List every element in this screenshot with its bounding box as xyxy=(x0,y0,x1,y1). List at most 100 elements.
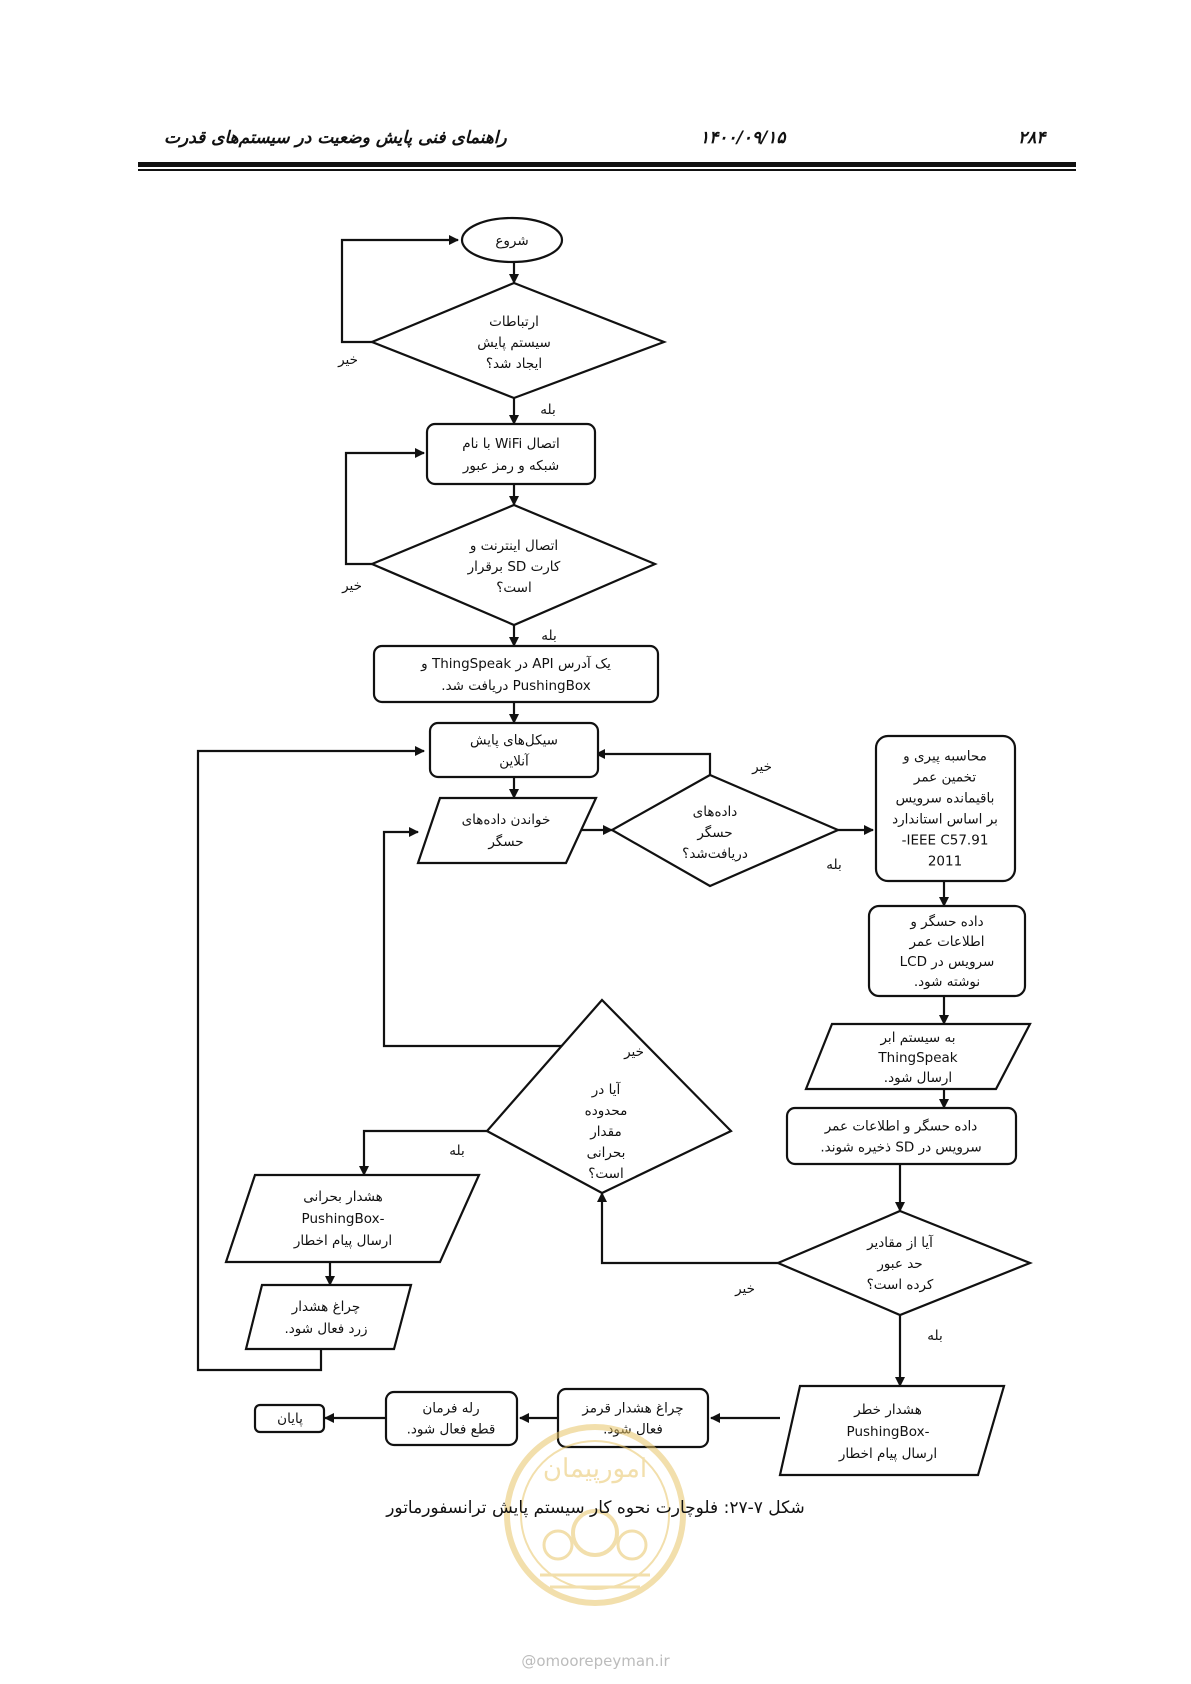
node-text-sd-0: داده حسگر و اطلاعات عمر xyxy=(824,1118,978,1135)
node-text-calc-0: محاسبه پیری و xyxy=(902,749,987,765)
cycles-box xyxy=(428,721,600,779)
red-box xyxy=(556,1387,710,1449)
node-text-sd-1: سرویس در SD ذخیره شوند. xyxy=(820,1140,981,1156)
node-text-cycles-1: آنلاین xyxy=(499,753,530,770)
header-date: ۱۴۰۰/۰۹/۱۵ xyxy=(700,128,786,148)
seal-text: امورپیمان xyxy=(543,1454,647,1484)
node-text-d-comm-1: سیستم پایش xyxy=(477,335,551,351)
node-text-lcd-1: اطلاعات عمر xyxy=(908,934,984,950)
node-text-d-exceed-2: کرده است؟ xyxy=(867,1277,934,1293)
node-text-alarm-danger-2: ارسال پیام اخطار xyxy=(838,1446,937,1462)
lcd-box xyxy=(867,904,1027,998)
node-text-d-critical-2: مقدار xyxy=(589,1124,621,1140)
arrow-internet-no-loop xyxy=(344,448,425,566)
node-text-wifi-0: اتصال WiFi با نام xyxy=(462,436,559,452)
page-number: ۲۸۴ xyxy=(1018,128,1046,148)
node-text-calc-4: IEEE C57.91- xyxy=(902,833,989,849)
node-text-yellow-1: زرد فعال شود. xyxy=(284,1321,367,1337)
node-text-relay-0: رله فرمان xyxy=(422,1401,479,1417)
wifi-box xyxy=(425,422,597,486)
node-text-red-1: فعال شود. xyxy=(603,1422,663,1438)
node-text-lcd-0: داده حسگر و xyxy=(909,913,983,930)
exceed-decision xyxy=(775,1209,1033,1317)
arrow-exceed-no xyxy=(597,1192,778,1265)
node-text-d-critical-4: است؟ xyxy=(588,1166,623,1182)
end-box xyxy=(253,1403,326,1434)
node-text-cloud-2: ارسال شود. xyxy=(884,1070,952,1086)
label-comm-yes: بله xyxy=(540,402,555,418)
relay-box xyxy=(384,1390,519,1447)
node-text-wifi-1: شبکه و رمز عبور xyxy=(462,458,559,474)
flowchart: شروع ارتباطات سیستم پایش ایجاد شد؟ اتصال WiF… xyxy=(196,216,1033,1477)
yellow-io xyxy=(244,1283,413,1351)
alarm-critical-io xyxy=(224,1173,481,1264)
node-text-d-internet-0: اتصال اینترنت و xyxy=(469,538,558,554)
node-text-d-critical-0: آیا در xyxy=(591,1081,622,1098)
node-text-calc-3: بر اساس استاندارد xyxy=(892,812,998,828)
start-terminal xyxy=(460,216,564,264)
alarm-danger-io xyxy=(778,1384,1006,1477)
label-data-yes: بله xyxy=(826,857,841,873)
node-text-lcd-2: سرویس در LCD xyxy=(900,954,995,970)
header-rule-thin xyxy=(138,169,1076,171)
sd-box xyxy=(785,1106,1018,1166)
figure-caption: شکل ۷-۲۷: فلوچارت نحوه کار سیستم پایش تر… xyxy=(386,1498,805,1518)
arrow-yellow-back xyxy=(196,746,425,1372)
node-text-alarm-danger-0: هشدار خطر xyxy=(853,1402,922,1418)
node-text-red-0: چراغ هشدار قرمز xyxy=(581,1401,683,1417)
node-text-calc-2: باقیمانده سرویس xyxy=(896,791,995,807)
node-text-alarm-crit-2: ارسال پیام اخطار xyxy=(293,1233,392,1249)
label-critical-no: خیر xyxy=(623,1044,644,1060)
node-text: شروع ارتباطات سیستم پایش ایجاد شد؟ اتصال WiF… xyxy=(277,233,998,1462)
header-rule-thick xyxy=(138,162,1076,167)
read-io xyxy=(416,796,598,865)
node-text-d-data-2: دریافت‌شد؟ xyxy=(682,846,748,862)
node-text-cloud-0: به سیستم ابر xyxy=(879,1030,955,1046)
arrow-critical-no xyxy=(382,827,634,1048)
calc-box xyxy=(874,734,1017,883)
label-critical-yes: بله xyxy=(449,1143,464,1159)
node-text-d-comm-0: ارتباطات xyxy=(489,314,539,330)
node-text-d-internet-2: است؟ xyxy=(496,580,531,596)
internet-decision xyxy=(369,503,658,627)
arrow-data-no xyxy=(595,749,712,775)
watermark-seal: امورپیمان xyxy=(504,1424,686,1606)
node-text-calc-1: تخمین عمر xyxy=(913,770,976,786)
node-text-api-1: PushingBox دریافت شد. xyxy=(441,678,590,694)
label-data-no: خیر xyxy=(751,759,772,775)
node-text-cycles-0: سیکل‌های پایش xyxy=(470,733,558,749)
node-text-d-data-0: داده‌های xyxy=(693,804,738,820)
label-internet-yes: بله xyxy=(541,628,556,644)
node-text-yellow-0: چراغ هشدار xyxy=(291,1299,360,1315)
node-text-calc-5: 2011 xyxy=(928,854,962,870)
label-internet-no: خیر xyxy=(341,578,362,594)
node-text-d-critical-3: بحرانی xyxy=(587,1145,626,1161)
node-text-d-comm-2: ایجاد شد؟ xyxy=(486,356,542,372)
website-watermark: @omoorepeyman.ir xyxy=(521,1652,670,1670)
node-text-d-critical-1: محدوده xyxy=(585,1103,628,1119)
node-text-end-0: پایان xyxy=(277,1411,303,1427)
label-exceed-yes: بله xyxy=(927,1328,942,1344)
node-text-alarm-danger-1: -PushingBox xyxy=(847,1424,930,1440)
api-box xyxy=(372,644,660,704)
node-text-alarm-crit-1: -PushingBox xyxy=(302,1211,385,1227)
data-decision xyxy=(609,773,841,888)
label-exceed-no: خیر xyxy=(734,1281,755,1297)
node-text-api-0: یک آدرس API در ThingSpeak و xyxy=(420,655,611,672)
shapes xyxy=(224,216,1033,1477)
node-text-cloud-1: ThingSpeak xyxy=(877,1050,957,1066)
arrow-critical-yes xyxy=(359,1129,487,1176)
node-text-d-data-1: حسگر xyxy=(696,824,732,841)
node-text-d-exceed-0: آیا از مقادیر xyxy=(866,1234,934,1251)
node-text-start-0: شروع xyxy=(495,233,528,249)
node-text-lcd-3: نوشته شود. xyxy=(914,974,980,990)
node-text-relay-1: قطع فعال شود. xyxy=(407,1422,496,1438)
cloud-io xyxy=(804,1022,1032,1091)
node-text-d-exceed-1: حد عبور xyxy=(876,1256,922,1272)
node-text-read-1: حسگر xyxy=(487,833,523,850)
label-comm-no: خیر xyxy=(337,352,358,368)
arrow-comm-no-loop xyxy=(340,235,459,344)
node-text-read-0: خواندن داده‌های xyxy=(462,812,551,828)
node-text-alarm-crit-0: هشدار بحرانی xyxy=(303,1189,383,1205)
book-title: راهنمای فنی پایش وضعیت در سیستم‌های قدرت xyxy=(164,128,507,148)
